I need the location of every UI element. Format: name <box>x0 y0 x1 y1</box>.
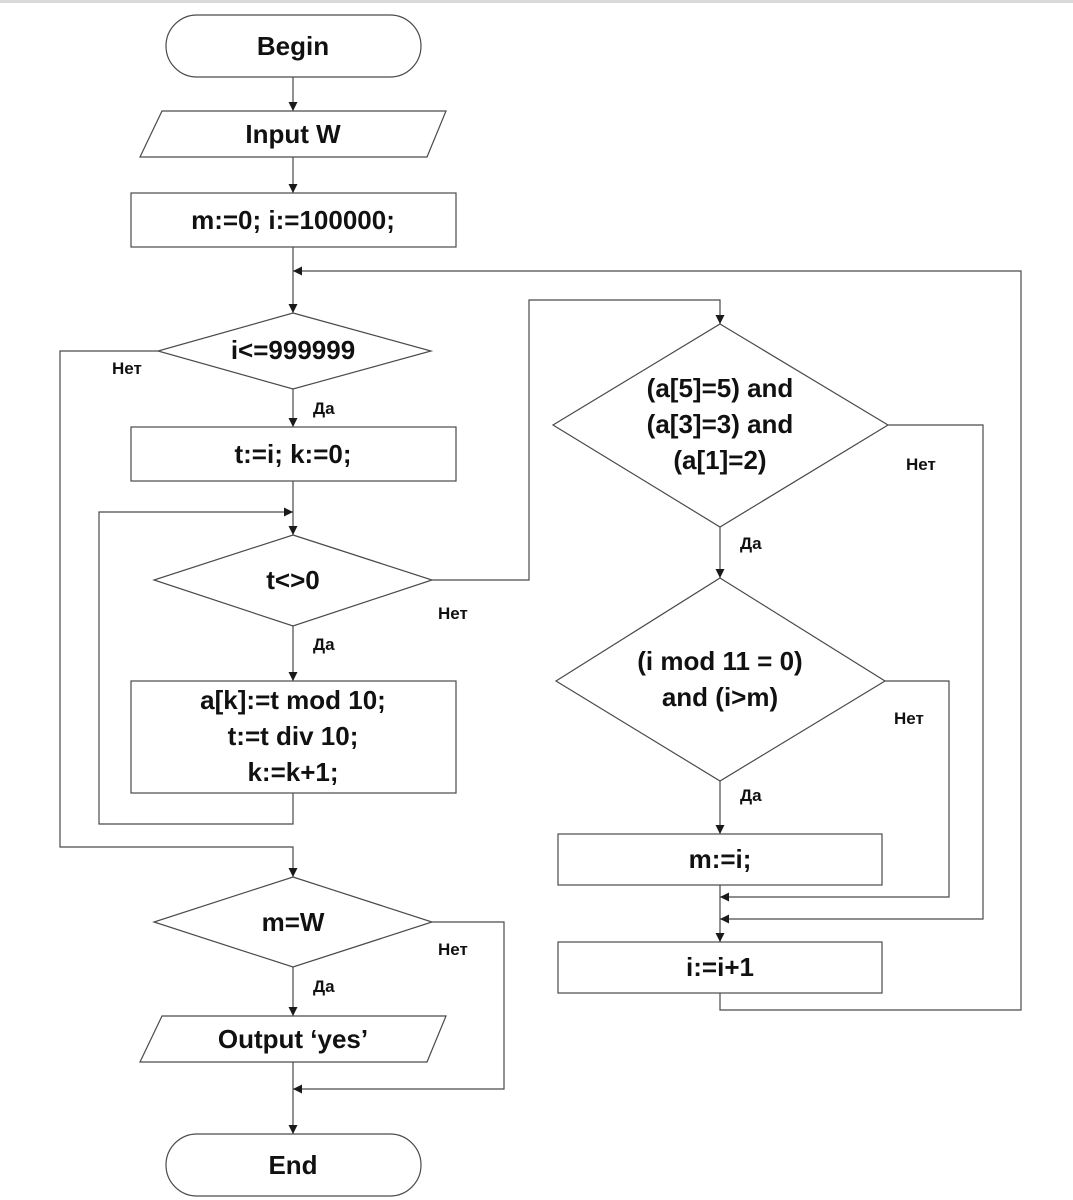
t-condition-diamond <box>152 534 434 627</box>
output-label: Output ‘yes’ <box>218 1024 368 1054</box>
digits-no-merge <box>720 424 984 924</box>
body-line-2: t:=t div 10; <box>228 721 359 751</box>
increment-label: i:=i+1 <box>686 952 754 982</box>
mod-condition-no: Нет <box>894 709 924 728</box>
t-condition-no: Нет <box>438 604 468 623</box>
set-tk-process <box>130 426 457 482</box>
connectors <box>59 77 1022 1134</box>
condt-exit-to-digits <box>432 299 725 581</box>
assign-m-label: m:=i; <box>689 844 752 874</box>
increment-process <box>557 941 883 994</box>
body-line-3: k:=k+1; <box>247 757 338 787</box>
t-condition-label: t<>0 <box>266 565 320 595</box>
digit-condition-line-1: (a[5]=5) and <box>647 373 794 403</box>
outer-condition-yes: Да <box>313 399 335 418</box>
m-equals-w-yes: Да <box>313 977 335 996</box>
mod-condition-yes: Да <box>740 786 762 805</box>
outer-condition-diamond <box>155 312 434 390</box>
end-label: End <box>268 1150 317 1180</box>
end-terminator <box>165 1133 422 1197</box>
mod-no-merge <box>720 680 950 902</box>
top-edge <box>0 0 1073 3</box>
init-label: m:=0; i:=100000; <box>191 205 395 235</box>
outer-condition-no: Нет <box>112 359 142 378</box>
digit-condition-line-2: (a[3]=3) and <box>647 409 794 439</box>
outer-condition-label: i<=999999 <box>231 335 355 365</box>
input-parallelogram <box>139 110 447 158</box>
digit-condition-yes: Да <box>740 534 762 553</box>
outer-loop-back <box>293 266 1022 1011</box>
begin-label: Begin <box>257 31 329 61</box>
assign-m-process <box>557 833 883 886</box>
mod-condition-line-2: and (i>m) <box>662 682 778 712</box>
m-equals-w-no: Нет <box>438 940 468 959</box>
digit-condition-no: Нет <box>906 455 936 474</box>
output-parallelogram <box>139 1015 447 1063</box>
digit-condition-diamond <box>551 323 890 528</box>
exit-outer-loop <box>59 350 298 877</box>
set-tk-label: t:=i; k:=0; <box>234 439 351 469</box>
digit-condition-line-3: (a[1]=2) <box>673 445 766 475</box>
mod-condition-diamond <box>554 577 887 782</box>
bypass-output <box>293 921 505 1094</box>
loop-back-inner <box>98 507 294 825</box>
mod-condition-line-1: (i mod 11 = 0) <box>637 646 802 676</box>
m-equals-w-diamond <box>152 876 434 968</box>
input-label: Input W <box>245 119 341 149</box>
init-process <box>130 192 457 248</box>
digit-extract-process <box>130 680 457 794</box>
m-equals-w-label: m=W <box>262 907 325 937</box>
begin-terminator <box>165 14 422 78</box>
t-condition-yes: Да <box>313 635 335 654</box>
body-line-1: a[k]:=t mod 10; <box>200 685 386 715</box>
